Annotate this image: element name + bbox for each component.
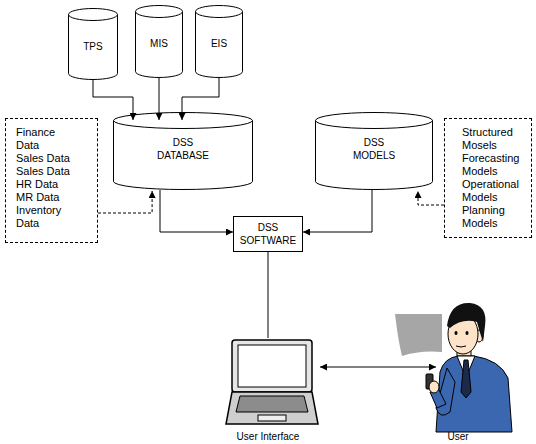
cylinder-body — [69, 15, 118, 80]
connector-line — [182, 78, 219, 120]
list-item: Planning Models — [462, 204, 524, 230]
list-item: Operational Models — [462, 178, 524, 204]
laptop-touchpad — [258, 415, 286, 421]
node-label: MIS — [137, 37, 181, 50]
list-item: Sales Data — [16, 165, 74, 178]
source-cylinder: MIS — [135, 5, 183, 78]
cylinder-body — [316, 121, 433, 190]
dashed-connector — [98, 191, 152, 213]
user-eye — [466, 331, 469, 335]
node-label: DSS DATABASE — [153, 136, 213, 162]
source-cylinder: EIS — [195, 5, 243, 78]
source-cylinder: TPS — [68, 8, 118, 80]
model-list-box: Structured MoselsForecasting ModelsOpera… — [444, 118, 532, 238]
list-item: HR Data — [16, 178, 74, 191]
user-hand — [429, 381, 439, 393]
cylinder-top — [69, 9, 118, 21]
cylinder-body — [196, 12, 243, 78]
node-label: DSS SOFTWARE — [237, 221, 299, 247]
cylinder-top — [136, 6, 183, 18]
connector-line — [303, 190, 372, 232]
laptop-keyboard — [236, 396, 308, 412]
node-label: DSS MODELS — [345, 136, 403, 162]
list-item: MR Data — [16, 191, 74, 204]
user-tie — [461, 360, 471, 398]
cylinder-body — [136, 12, 183, 78]
data-list-box: Finance DataSales DataSales DataHR DataM… — [5, 118, 98, 243]
laptop-screen — [238, 345, 306, 387]
node-label: TPS — [70, 40, 116, 53]
user-mouth — [456, 346, 466, 347]
connector-line — [268, 252, 269, 338]
node-label: User — [438, 430, 478, 443]
list-item: Structured Mosels — [462, 126, 524, 152]
connector-line — [93, 80, 133, 120]
list-item: Finance Data — [16, 126, 74, 152]
connector-line — [320, 367, 436, 368]
cylinder-top — [114, 113, 253, 129]
user-hair — [447, 303, 485, 342]
cylinder-body — [114, 121, 253, 190]
process-box: DSS SOFTWARE — [233, 216, 303, 252]
connector-line — [159, 78, 160, 120]
node-label: User Interface — [220, 430, 316, 443]
user-illustration — [395, 303, 512, 432]
list-item: Sales Data — [16, 152, 74, 165]
dashed-connector — [418, 191, 444, 205]
list-item: Inventory Data — [16, 204, 74, 230]
paper-shape — [395, 314, 442, 356]
user-eye — [455, 331, 458, 335]
laptop-illustration — [226, 340, 318, 424]
laptop-base — [226, 392, 318, 424]
user-node: User — [392, 298, 512, 444]
laptop-lid — [232, 340, 312, 392]
user-suit — [436, 356, 512, 432]
laptop-node: User Interface — [218, 338, 318, 444]
database-cylinder: DSS DATABASE — [113, 112, 253, 190]
cylinder-top — [196, 6, 243, 18]
connector-line — [160, 190, 233, 232]
database-cylinder: DSS MODELS — [315, 112, 433, 190]
node-label: EIS — [197, 37, 241, 50]
cylinder-top — [316, 113, 433, 129]
list-item: Forecasting Models — [462, 152, 524, 178]
